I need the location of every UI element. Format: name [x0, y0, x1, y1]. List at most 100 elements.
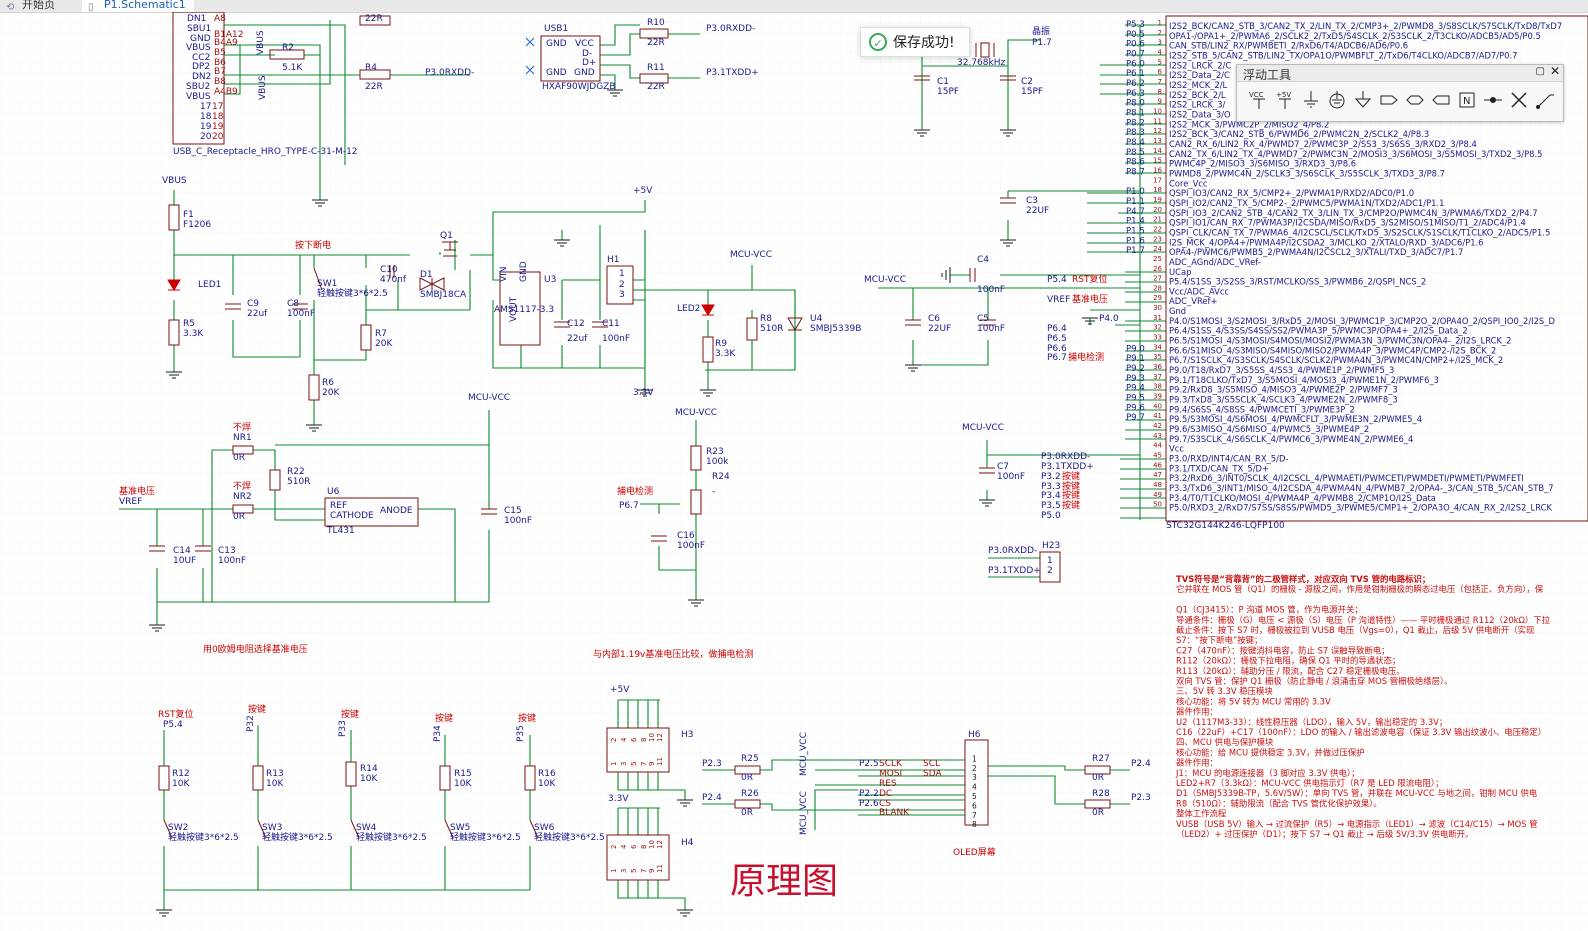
- schematic-label: R10: [647, 18, 665, 28]
- schematic-label: 0R: [741, 773, 753, 783]
- mcu-pin-number: 12: [1153, 127, 1162, 135]
- mcu-pin-number: 22: [1153, 225, 1162, 233]
- tab-schematic[interactable]: ▯P1.Schematic1: [82, 0, 194, 12]
- schematic-label: MCU-VCC: [675, 408, 717, 418]
- header-pin-number: 4: [620, 844, 628, 849]
- schematic-label: VOUT: [509, 296, 519, 322]
- mcu-net-label: P9.7: [1126, 413, 1145, 423]
- link-icon: ⟲: [6, 2, 15, 13]
- note-line: Q1（CJ3415）：P 沟道 MOS 管，作为电源开关；: [1176, 605, 1363, 615]
- note-line: 器件作用：: [1176, 707, 1218, 717]
- ground-icon: [1000, 239, 1016, 247]
- mcu-pin-function: CAN_STB/LIN2_RX/PWMBETI_2/RxD6/T4/ADCB6/…: [1169, 41, 1408, 51]
- schematic-label: 20: [212, 132, 224, 142]
- mcu-pin-function: P9.7/S3SCLK_4/S6SCLK_4/PWMC6_3/PWME4N_2/…: [1169, 434, 1413, 444]
- mcu-pin-function: Vcc: [1169, 444, 1184, 454]
- schematic-label: P6.7: [619, 501, 639, 511]
- tab-start-page[interactable]: ⟲开始页: [0, 0, 63, 12]
- net-port-open-icon[interactable]: [1429, 87, 1453, 113]
- svg-text:N: N: [1463, 96, 1470, 107]
- net-label-icon[interactable]: N: [1455, 87, 1479, 113]
- schematic-label: P35: [516, 725, 526, 742]
- header-pin-number: 8: [640, 845, 648, 849]
- schematic-label: 100nF: [997, 472, 1025, 482]
- schematic-label: P3.5: [1041, 501, 1061, 511]
- schematic-label: SBU1: [187, 24, 211, 34]
- net-port-icon[interactable]: [1377, 87, 1401, 113]
- header-pin-number: 3: [972, 773, 977, 782]
- mcu-net-label: P8.4: [1126, 138, 1145, 148]
- earth-ground-icon[interactable]: [1325, 87, 1349, 113]
- schematic-label: MCU-VCC: [468, 393, 510, 403]
- close-icon[interactable]: ✕: [1549, 64, 1560, 78]
- floating-tools-panel[interactable]: 浮动工具 ▢ ✕ VCC+5V N: [1236, 64, 1564, 122]
- mcu-pin-function: OPA1-/OPA1+_2/PWMA6_2/SCLK2_2/TxD5/S4SCL…: [1169, 31, 1541, 41]
- ground-icon: [149, 624, 165, 632]
- note-line: LED2+R7（3.3kΩ）：MCU-VCC 供电指示灯（R7 是 LED 限流…: [1176, 778, 1443, 788]
- plus5v-symbol-icon[interactable]: +5V: [1273, 87, 1297, 113]
- note-line: VUSB（USB 5V）输入 → 过流保护（R5）→ 电源指示（LED1）→ 滤…: [1176, 819, 1538, 829]
- ground-icon[interactable]: [1299, 87, 1323, 113]
- schematic-label: 10K: [454, 779, 472, 789]
- schematic-label: 0R: [1092, 773, 1104, 783]
- mcu-net-label: P1.4: [1126, 217, 1145, 227]
- mcu-pin-number: 1: [1158, 19, 1162, 27]
- schematic-label: C13: [218, 546, 236, 556]
- mcu-net-label: P4.7: [1126, 207, 1145, 217]
- mcu-net-label: P8.1: [1126, 108, 1145, 118]
- vcc-symbol-icon[interactable]: VCC: [1247, 87, 1271, 113]
- mcu-pin-function: I2S2_BCK/CAN2_STB_3/CAN2_TX_2/LIN_TX_2/C…: [1169, 21, 1562, 31]
- bus-entry-icon[interactable]: [1533, 87, 1557, 113]
- mcu-pin-function: P6.4/S1SS_4/S3SS/S4SS/SS2/PWMA3P_5/PWMC3…: [1169, 326, 1468, 336]
- schematic-label: VBUS: [162, 176, 187, 186]
- junction-icon[interactable]: [1481, 87, 1505, 113]
- mcu-net-label: P8.7: [1126, 167, 1145, 177]
- net-port-bidir-icon[interactable]: [1403, 87, 1427, 113]
- mcu-pin-function: I2S2_Data_3/O: [1169, 109, 1231, 119]
- schematic-label: DN2: [192, 72, 211, 82]
- schematic-label: R25: [741, 754, 759, 764]
- floating-tools-header[interactable]: 浮动工具 ▢ ✕: [1237, 64, 1563, 82]
- schematic-label: HXAF90WJDGZB: [542, 82, 616, 92]
- schematic-label: 按键: [1062, 480, 1080, 492]
- schematic-canvas[interactable]: I2S2_BCK/CAN2_STB_3/CAN2_TX_2/LIN_TX_2/C…: [0, 12, 1588, 931]
- mcu-pin-number: 2: [1158, 29, 1162, 37]
- analog-ground-icon[interactable]: [1351, 87, 1375, 113]
- note-line: U2（1117M3-33）：线性稳压器（LDO），输入 5V，输出稳定的 3.3…: [1176, 717, 1447, 727]
- schematic-label: STC32G144K246-LQFP100: [1166, 521, 1285, 531]
- schematic-label: 17: [200, 102, 211, 112]
- mcu-pin-function: QSPI_CLK/CAN_TX_7/PWMA6_4/I2CSCL/SCLK/Tx…: [1169, 227, 1550, 237]
- note-line: 四、MCU 供电与保护模块: [1176, 737, 1274, 747]
- schematic-label: 100k: [706, 457, 729, 467]
- maximize-icon[interactable]: ▢: [1535, 66, 1545, 77]
- schematic-label: U6: [327, 487, 340, 497]
- no-connect-icon[interactable]: [1507, 87, 1531, 113]
- schematic-label: 1: [619, 269, 625, 279]
- schematic-label: B7: [214, 67, 226, 77]
- mcu-pin-function: QSPI_IO3_2/CAN2_STB_4/CAN2_TX_3/LIN_TX_3…: [1169, 208, 1538, 218]
- schematic-label: 不焊: [233, 421, 251, 433]
- schematic-label: R5: [183, 319, 195, 329]
- note-line: 三、5V 转 3.3V 稳压模块: [1176, 686, 1273, 696]
- no-connect-icon: [525, 65, 535, 75]
- mcu-pin-function: P9.0/T18/RxD7_3/S5SS_4/SS3_4/PWME1P_2/PW…: [1169, 365, 1394, 375]
- schematic-label: 3.3V: [633, 388, 654, 398]
- mcu-pin-function: Vcc/ADC_AVcc: [1169, 286, 1229, 296]
- schematic-label: P3.1TXDD+: [988, 566, 1041, 576]
- schematic-label: 32.768kHz: [957, 58, 1005, 68]
- mcu-net-label: P6.2: [1126, 79, 1145, 89]
- mcu-net-label: P1.6: [1126, 236, 1145, 246]
- schematic-label: R12: [172, 769, 190, 779]
- toast-message: 保存成功!: [893, 35, 955, 51]
- schematic-label: P6.7: [1047, 353, 1067, 363]
- mcu-pin-number: 45: [1153, 452, 1162, 460]
- mcu-pin-function: P9.4/S6SS_4/S8SS_4/PWMCETI_3/PWME3P_2: [1169, 404, 1355, 414]
- schematic-label: CS: [879, 799, 891, 809]
- schematic-label: C15: [504, 506, 522, 516]
- mcu-ic-pins: I2S2_BCK/CAN2_STB_3/CAN2_TX_2/LIN_TX_2/C…: [1153, 19, 1562, 513]
- mcu-pin-number: 8: [1158, 88, 1162, 96]
- mcu-pin-number: 48: [1153, 481, 1162, 489]
- schematic-label: H23: [1042, 541, 1060, 551]
- mcu-pin-function: P6.6/S1MISO_4/S3MISO/S4MISO/MISO2/PWMA4P…: [1169, 345, 1496, 355]
- schematic-label: 按键: [1062, 499, 1080, 511]
